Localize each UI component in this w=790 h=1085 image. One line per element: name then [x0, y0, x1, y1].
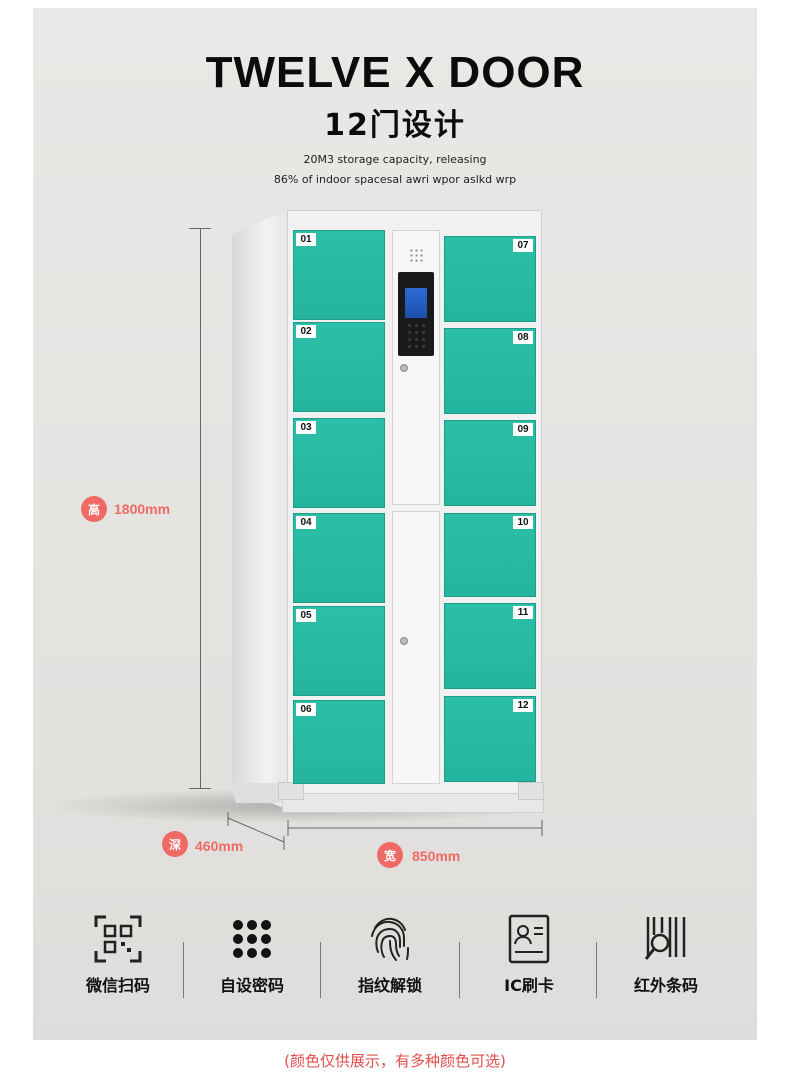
height-value: 1800mm [114, 501, 171, 517]
door-number: 08 [513, 331, 533, 344]
feature-divider [320, 942, 321, 998]
cabinet-side [232, 210, 288, 810]
locker-door: 08 [444, 328, 536, 414]
door-number: 03 [296, 421, 316, 434]
cabinet-base [282, 793, 544, 813]
depth-value: 460mm [195, 838, 244, 854]
cabinet-side-base [230, 783, 290, 803]
description-line-2: 86% of indoor spacesal awri wpor aslkd w… [273, 173, 517, 186]
door-number: 05 [296, 609, 316, 622]
door-number: 07 [513, 239, 533, 252]
locker-door: 05 [293, 606, 385, 696]
feature-divider [459, 942, 460, 998]
door-number: 12 [513, 699, 533, 712]
width-value: 850mm [412, 848, 461, 864]
speaker-icon [409, 248, 423, 262]
locker-door: 09 [444, 420, 536, 506]
locker-door: 12 [444, 696, 536, 782]
display-panel [405, 288, 427, 318]
feature-divider [183, 942, 184, 998]
door-number: 09 [513, 423, 533, 436]
feature-barcode-scan: 红外条码 [611, 912, 721, 996]
locker-door: 07 [444, 236, 536, 322]
feature-label-custom-password: 自设密码 [219, 976, 284, 995]
keypad-icon [197, 912, 307, 966]
depth-badge: 深 [162, 831, 188, 857]
door-number: 10 [513, 516, 533, 529]
feature-label-wechat-scan: 微信扫码 [85, 976, 150, 995]
feature-divider [596, 942, 597, 998]
height-dimension-line [200, 228, 201, 788]
upper-lock-icon [400, 364, 408, 372]
width-badge: 宽 [377, 842, 403, 868]
feature-fingerprint: 指纹解锁 [335, 912, 445, 996]
keypad-grid [406, 322, 426, 348]
barcode-scan-icon [611, 912, 721, 966]
page-subtitle: 12门设计 [324, 108, 466, 143]
door-number: 06 [296, 703, 316, 716]
door-number: 04 [296, 516, 316, 529]
locker-door: 04 [293, 513, 385, 603]
door-number: 11 [513, 606, 533, 619]
cabinet-foot-right [518, 782, 544, 800]
door-number: 02 [296, 325, 316, 338]
lower-center-column [392, 511, 440, 784]
height-dimension-cap-top [189, 228, 211, 229]
locker-door: 11 [444, 603, 536, 689]
feature-wechat-scan: 微信扫码 [63, 912, 173, 996]
height-dimension-cap-bottom [189, 788, 211, 789]
lower-lock-icon [400, 637, 408, 645]
locker-door: 01 [293, 230, 385, 320]
locker-door: 02 [293, 322, 385, 412]
feature-label-barcode-scan: 红外条码 [633, 976, 698, 995]
locker-door: 06 [293, 700, 385, 784]
feature-ic-card: IC刷卡 [474, 912, 584, 996]
description-line-1: 20M3 storage capacity, releasing [303, 153, 487, 166]
id-card-icon [474, 912, 584, 966]
locker-door: 10 [444, 513, 536, 597]
locker-door: 03 [293, 418, 385, 508]
feature-custom-password: 自设密码 [197, 912, 307, 996]
height-badge: 高 [81, 496, 107, 522]
fingerprint-icon [335, 912, 445, 966]
feature-label-fingerprint: 指纹解锁 [357, 976, 422, 995]
color-footnote: (颜色仅供展示，有多种颜色可选) [284, 1052, 506, 1070]
feature-label-ic-card: IC刷卡 [504, 976, 554, 995]
cabinet-foot-left [278, 782, 304, 800]
page-title: TWELVE X DOOR [205, 48, 585, 97]
qr-scan-icon [63, 912, 173, 966]
door-number: 01 [296, 233, 316, 246]
